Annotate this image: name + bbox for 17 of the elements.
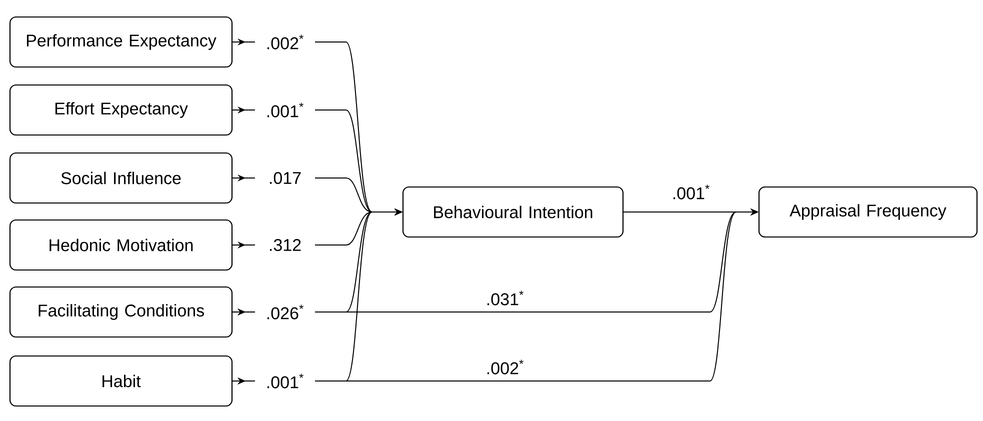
process-box: Social Influence (9, 152, 233, 204)
edge-label: .017 (270, 172, 301, 184)
edge-label: .312 (270, 238, 301, 252)
edge-label: .001$^{*}$ (267, 374, 304, 388)
process-box: Hedonic Motivation (9, 219, 233, 271)
process-box: Appraisal Frequency (758, 186, 978, 238)
process-box: Habit (9, 355, 233, 407)
edge-label: .031$^{*}$ (487, 290, 524, 306)
edge-label: .001$^{*}$ (673, 184, 710, 200)
edge-label: .026$^{*}$ (267, 304, 304, 320)
edge-label: .002$^{*}$ (487, 360, 524, 374)
edge-label: .001$^{*}$ (267, 102, 304, 118)
process-box: Facilitating Conditions (9, 286, 233, 338)
process-box: Behavioural Intention (402, 186, 624, 238)
process-box: Effort Expectancy (9, 84, 233, 136)
edge-label: .002$^{*}$ (267, 34, 304, 50)
process-box: Performance Expectancy (9, 16, 233, 68)
